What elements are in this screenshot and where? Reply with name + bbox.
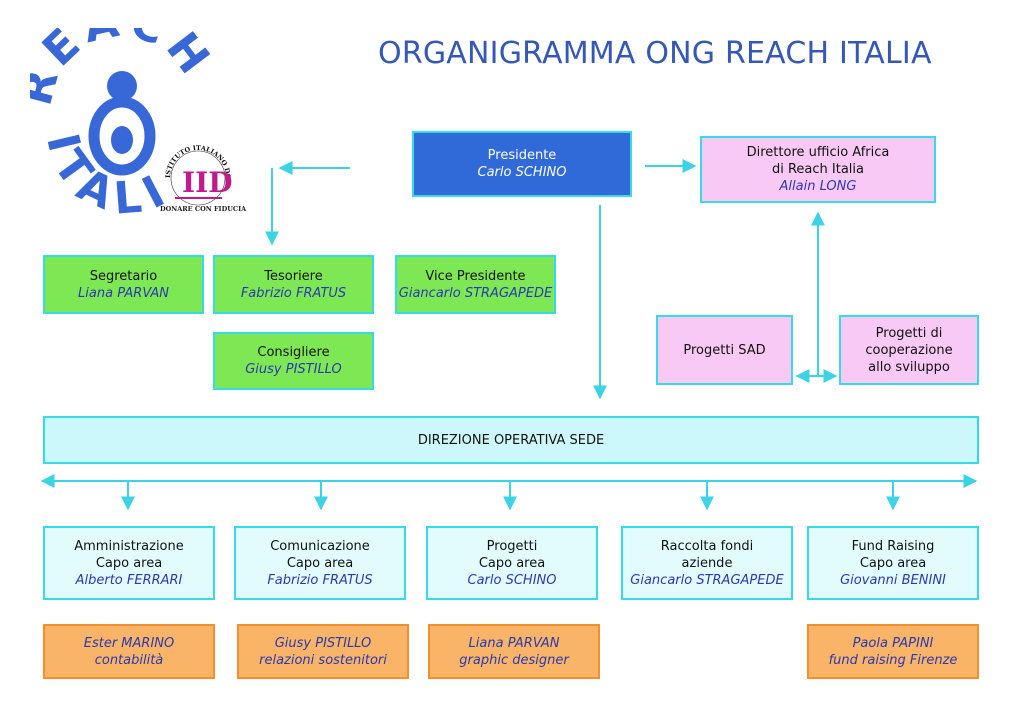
reach-italia-logo: REACH ITALIA ISTITUTO ITALIANO DONAZIONE…	[30, 28, 232, 225]
node-direzione-operativa: DIREZIONE OPERATIVA SEDE	[43, 416, 979, 464]
node-area-comunicazione: Comunicazione Capo area Fabrizio FRATUS	[234, 526, 406, 600]
node-vice-presidente: Vice Presidente Giancarlo STRAGAPEDE	[395, 255, 556, 314]
node-progetti-sad: Progetti SAD	[656, 315, 793, 385]
node-direttore-africa: Direttore ufficio Africa di Reach Italia…	[700, 136, 936, 203]
node-presidente: Presidente Carlo SCHINO	[412, 131, 632, 197]
node-staff-paola-papini: Paola PAPINI fund raising Firenze	[807, 624, 979, 679]
node-progetti-cooperazione: Progetti di cooperazione allo sviluppo	[839, 315, 979, 385]
page-title: ORGANIGRAMMA ONG REACH ITALIA	[378, 36, 932, 71]
node-area-raccolta-fondi: Raccolta fondi aziende Giancarlo STRAGAP…	[621, 526, 793, 600]
node-staff-liana-parvan: Liana PARVAN graphic designer	[428, 624, 600, 679]
node-tesoriere: Tesoriere Fabrizio FRATUS	[213, 255, 374, 314]
node-area-fund-raising: Fund Raising Capo area Giovanni BENINI	[807, 526, 979, 600]
node-staff-giusy-pistillo: Giusy PISTILLO relazioni sostenitori	[237, 624, 409, 679]
badge-letters: IID	[182, 166, 232, 199]
logo-caption: DONARE CON FIDUCIA	[160, 205, 247, 213]
logo-head	[107, 71, 137, 101]
node-area-progetti: Progetti Capo area Carlo SCHINO	[426, 526, 598, 600]
node-consigliere: Consigliere Giusy PISTILLO	[213, 332, 374, 390]
node-segretario: Segretario Liana PARVAN	[43, 255, 204, 314]
node-staff-ester-marino: Ester MARINO contabilità	[43, 624, 215, 679]
logo-body	[88, 96, 156, 176]
node-area-amministrazione: Amministrazione Capo area Alberto FERRAR…	[43, 526, 215, 600]
